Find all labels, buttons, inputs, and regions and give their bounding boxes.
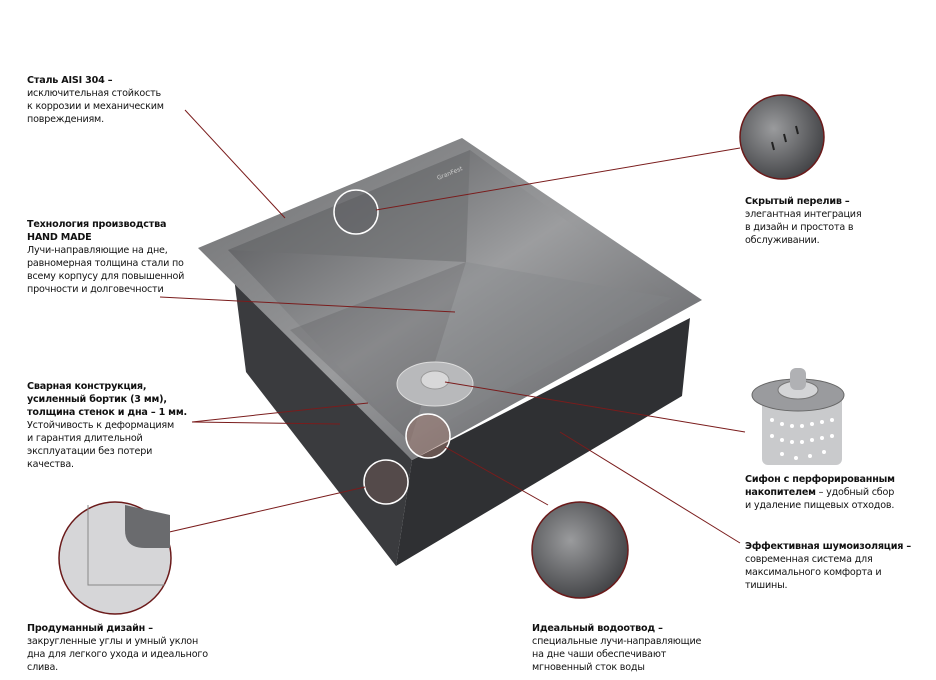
leader-lines	[159, 109, 746, 544]
feature-line: на дне чаши обеспечивают	[532, 649, 667, 660]
feature-line: элегантная интеграция	[745, 209, 862, 220]
bowl-right-wall	[410, 262, 672, 442]
sink-body-right	[396, 318, 690, 566]
overflow-slots	[771, 125, 799, 151]
feature-line: слива.	[27, 662, 59, 673]
corner-detail-edge	[87, 505, 165, 586]
feature-line: – удобный сбор	[815, 487, 895, 498]
corner-detail-rounded-corner	[125, 505, 170, 548]
feature-steel: Сталь AISI 304 – исключительная стойкост…	[27, 74, 164, 126]
feature-title: толщина стенок и дна – 1 мм.	[27, 407, 187, 418]
feature-line: обслуживании.	[745, 235, 820, 246]
feature-title: Скрытый перелив –	[745, 196, 850, 207]
siphon-image	[751, 368, 845, 465]
feature-line: всему корпусу для повышенной	[27, 271, 185, 282]
feature-title: Сифон с перфорированным	[745, 474, 895, 485]
feature-line: исключительная стойкость	[27, 88, 162, 99]
feature-line: повреждениям.	[27, 114, 104, 125]
feature-line: и гарантия длительной	[27, 433, 143, 444]
corner-marker	[363, 459, 409, 505]
feature-line: в дизайн и простота в	[745, 222, 854, 233]
feature-line: дна для легкого ухода и идеального	[27, 649, 208, 660]
feature-title: усиленный бортик (3 мм),	[27, 394, 167, 405]
overflow-detail-image	[739, 94, 825, 180]
feature-title: Эффективная шумоизоляция –	[745, 541, 911, 552]
feature-line-group: накопителем – удобный сбор	[745, 486, 895, 499]
feature-overflow: Скрытый перелив – элегантная интеграция …	[745, 195, 862, 247]
feature-line: и удаление пищевых отходов.	[745, 500, 895, 511]
feature-title: Сталь AISI 304 –	[27, 75, 113, 86]
feature-line: качества.	[27, 459, 74, 470]
feature-line: равномерная толщина стали по	[27, 258, 184, 269]
feature-noise: Эффективная шумоизоляция – современная с…	[745, 540, 911, 592]
feature-line: эксплуатации без потери	[27, 446, 153, 457]
drain-cap	[420, 370, 450, 390]
feature-line: к коррозии и механическим	[27, 101, 164, 112]
feature-handmade: Технология производства HAND MADE Лучи-н…	[27, 218, 184, 296]
drainage-marker	[405, 413, 451, 459]
drainage-detail-image	[531, 501, 629, 599]
feature-line: максимального комфорта и	[745, 567, 882, 578]
feature-line: Устойчивость к деформациям	[27, 420, 175, 431]
feature-design: Продуманный дизайн – закругленные углы и…	[27, 622, 208, 674]
feature-siphon: Сифон с перфорированным накопителем – уд…	[745, 473, 895, 512]
feature-title: Продуманный дизайн –	[27, 623, 153, 634]
feature-line: современная система для	[745, 554, 873, 565]
feature-title: Сварная конструкция,	[27, 381, 147, 392]
feature-drainage: Идеальный водоотвод – специальные лучи-н…	[532, 622, 701, 674]
feature-title: HAND MADE	[27, 232, 92, 243]
feature-title: Идеальный водоотвод –	[532, 623, 663, 634]
feature-title: накопителем	[745, 487, 816, 498]
feature-line: тишины.	[745, 580, 788, 591]
feature-line: специальные лучи-направляющие	[532, 636, 702, 647]
bowl-back-wall	[228, 150, 470, 262]
feature-line: прочности и долговечности	[27, 284, 164, 295]
feature-line: закругленные углы и умный уклон	[27, 636, 199, 647]
feature-welded: Сварная конструкция, усиленный бортик (3…	[27, 380, 187, 471]
feature-line: Лучи-направляющие на дне,	[27, 245, 168, 256]
feature-line: мгновенный сток воды	[532, 662, 645, 673]
overflow-marker	[333, 189, 379, 235]
feature-title: Технология производства	[27, 219, 167, 230]
